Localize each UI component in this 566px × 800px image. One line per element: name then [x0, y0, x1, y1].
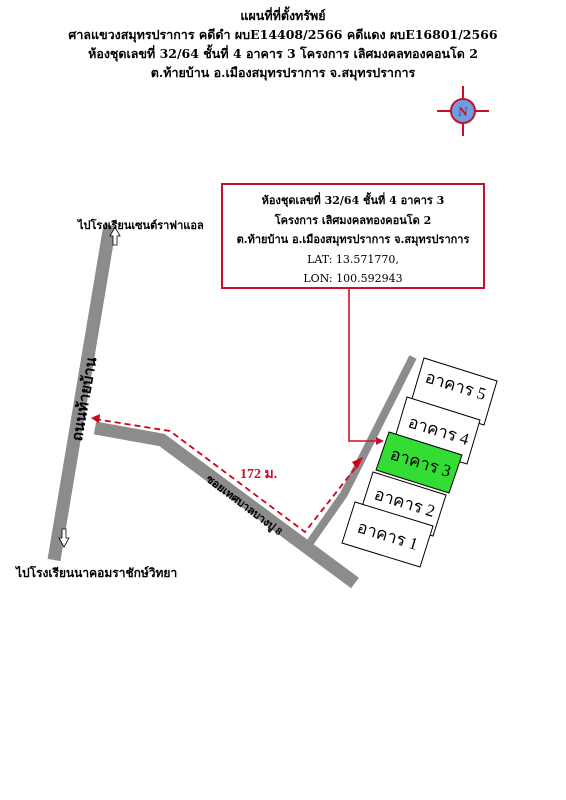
map-title: แผนที่ที่ตั้งทรัพย์	[240, 8, 326, 23]
building-3: อาคาร 3	[375, 431, 463, 494]
south-arrow-icon	[58, 528, 70, 548]
info-lon: LON: 100.592943	[303, 272, 403, 285]
leader-line	[348, 289, 379, 442]
to-north-label: ไปโรงเรียนเซนต์ราฟาแอล	[76, 218, 204, 232]
distance-label: 172 ม.	[240, 467, 277, 482]
main-road	[47, 223, 117, 562]
leader-arrow-icon	[376, 437, 384, 445]
info-lat: LAT: 13.571770,	[307, 252, 399, 266]
to-south-label: ไปโรงเรียนนาคอมราชักษ์วิทยา	[14, 565, 177, 580]
location-line: ต.ท้ายบ้าน อ.เมืองสมุทรปราการ จ.สมุทรปรา…	[150, 65, 416, 80]
north-arrow-icon	[109, 226, 121, 246]
property-info-box: ห้องชุดเลขที่ 32/64 ชั้นที่ 4 อาคาร 3 โค…	[221, 183, 485, 289]
route-line	[94, 418, 361, 534]
map-header: แผนที่ที่ตั้งทรัพย์ ศาลแขวงสมุทรปราการ ค…	[0, 6, 566, 82]
route-start-arrow-icon	[91, 414, 100, 423]
court-case-line: ศาลแขวงสมุทรปราการ คดีดำ ผบE14408/2566 ค…	[68, 27, 498, 42]
route-end-arrow-icon	[352, 457, 363, 469]
compass-letter: N	[458, 104, 468, 119]
soi-road	[93, 421, 359, 589]
soi-road-label: ซอยเทศบาลบางปู 8	[203, 472, 285, 539]
access-road	[305, 355, 417, 547]
unit-line: ห้องชุดเลขที่ 32/64 ชั้นที่ 4 อาคาร 3 โค…	[88, 46, 478, 61]
info-project: โครงการ เลิศมงคลทองคอนโด 2	[274, 213, 432, 227]
compass-icon: N	[437, 86, 489, 136]
building-1: อาคาร 1	[341, 501, 434, 568]
info-location: ต.ท้ายบ้าน อ.เมืองสมุทรปราการ จ.สมุทรปรา…	[236, 233, 470, 246]
info-unit: ห้องชุดเลขที่ 32/64 ชั้นที่ 4 อาคาร 3	[261, 194, 445, 207]
